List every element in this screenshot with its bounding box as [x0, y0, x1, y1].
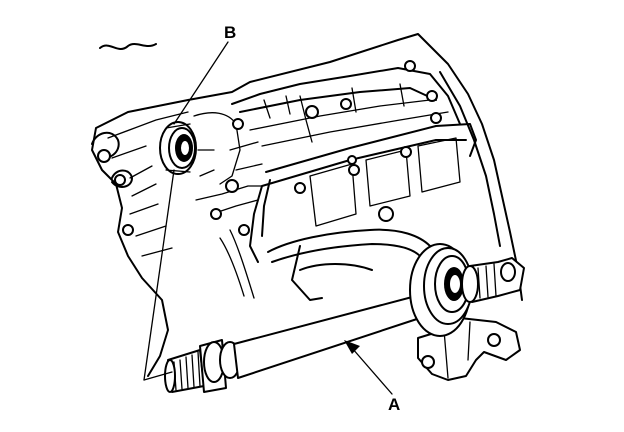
- oil-seal-b: [159, 121, 197, 175]
- intermediate-shaft-a: [164, 243, 525, 393]
- callout-b-label: B: [224, 23, 236, 42]
- callout-b-leader: [173, 41, 229, 125]
- break-line: [99, 43, 157, 50]
- left-ribs: [107, 111, 215, 257]
- callout-a-arrowhead: [344, 340, 360, 354]
- flange-panels: [309, 137, 461, 227]
- transmission-case: [91, 33, 523, 377]
- housing-ridge: [249, 83, 449, 147]
- bearing-housing: [409, 243, 473, 337]
- shaft-tube: [233, 295, 421, 379]
- case-bolts: [97, 60, 442, 236]
- callout-b-brackets: [143, 169, 175, 381]
- outer-spline-stub: [461, 257, 525, 303]
- gasket-flange: [249, 123, 477, 263]
- callout-a-leader: [351, 347, 393, 395]
- callout-b: B: [173, 23, 236, 125]
- callout-a: A: [344, 340, 400, 414]
- case-right-edge: [439, 71, 501, 247]
- case-outline: [91, 33, 523, 377]
- callout-a-label: A: [388, 395, 400, 414]
- upper-housing: [231, 67, 461, 125]
- shaft-shoulder: [199, 339, 241, 393]
- lower-housing: [267, 228, 431, 301]
- shaft-spline-end: [164, 349, 205, 393]
